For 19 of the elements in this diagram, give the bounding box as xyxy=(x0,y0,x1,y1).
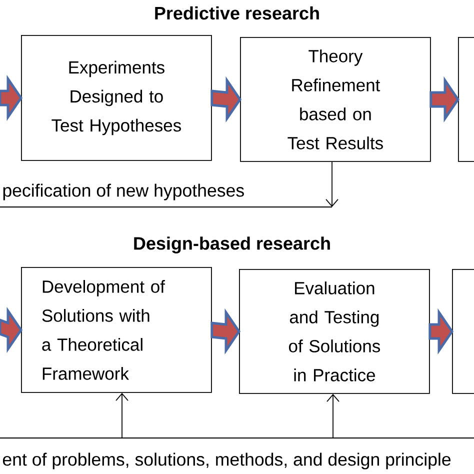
process-box xyxy=(458,37,474,162)
arrow xyxy=(326,394,340,438)
process-box: Evaluation and Testing of Solutions in Practice xyxy=(239,269,430,394)
block-arrow xyxy=(428,308,454,354)
block-arrow xyxy=(0,74,23,121)
block-arrow xyxy=(430,76,460,122)
arrow xyxy=(116,392,128,438)
section-heading: Predictive research xyxy=(155,6,319,20)
process-box: Experiments Designed to Test Hypotheses xyxy=(21,35,212,161)
section-heading: Design-based research xyxy=(134,236,330,254)
process-box: Development of Solutions with a Theoretical Framework xyxy=(21,267,212,393)
block-arrow xyxy=(0,306,23,353)
flow-label: pecification of new hypotheses xyxy=(3,184,244,200)
process-box: Theory Refinement based on Test Results xyxy=(240,37,431,162)
process-box xyxy=(452,269,474,394)
block-arrow xyxy=(210,308,241,354)
flow-label: ent of problems, solutions, methods, and design principle xyxy=(2,452,451,470)
block-arrow xyxy=(210,76,242,122)
arrow xyxy=(326,161,338,207)
